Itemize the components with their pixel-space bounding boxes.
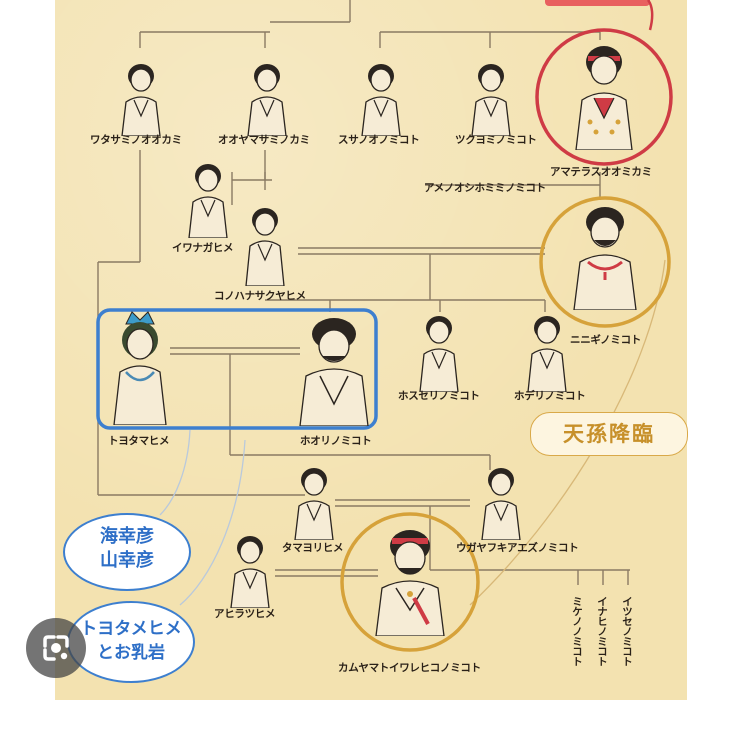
- name-watatsumi: ワタサミノオオカミ: [90, 134, 182, 146]
- name-inahi: イナヒノミコト: [596, 596, 608, 666]
- figure-hoderinomikoto: [518, 310, 576, 392]
- figure-watatsumi: [112, 58, 170, 136]
- name-konohanasakuyahime: コノハナサクヤヒメ: [214, 290, 306, 302]
- umisachi-yamasachi-bubble: 海幸彦 山幸彦: [63, 513, 191, 591]
- name-ugayafukiaezu: ウガヤフキアエズノミコト: [456, 542, 579, 554]
- top-crimson-label-edge: [545, 0, 650, 6]
- name-ahiratsuhime: アヒラツヒメ: [214, 608, 276, 620]
- figure-ahiratsuhime: [222, 530, 278, 608]
- name-toyotamahime: トヨタマヒメ: [108, 435, 170, 447]
- figure-hoorinomikoto: [296, 312, 372, 426]
- name-ooyamatsumi: オオヤマサミノカミ: [218, 134, 310, 146]
- figure-kamuyamatoiwarehiko: [370, 524, 450, 636]
- bubble-1-line-2: 山幸彦: [100, 550, 154, 571]
- toyotame-bubble: トヨタメヒメ とお乳岩: [67, 601, 195, 683]
- bubble-2-line-1: トヨタメヒメ: [80, 619, 182, 639]
- figure-tamayorihime: [286, 462, 342, 540]
- bubble-1-line-1: 海幸彦: [100, 526, 154, 547]
- figure-hoserinomikoto: [410, 310, 468, 392]
- name-hoorinomikoto: ホオリノミコト: [300, 435, 372, 447]
- name-amaterasu: アマテラスオオミカミ: [550, 166, 652, 178]
- page-bottom-strip: [0, 700, 740, 740]
- figure-tsukuyomi: [462, 58, 520, 136]
- name-hoderinomikoto: ホデリノミコト: [514, 390, 586, 402]
- name-susanoo: スサノオノミコト: [338, 134, 420, 146]
- figure-ooyamatsumi: [238, 58, 296, 136]
- name-amenooshihomimi: アメノオシホミミノミコト: [424, 182, 546, 194]
- name-tsukuyomi: ツクヨミノミコト: [455, 134, 537, 146]
- name-mikenu: ミケノノミコト: [571, 596, 583, 666]
- figure-konohanasakuyahime: [236, 202, 294, 286]
- figure-iwanagahime: [180, 158, 236, 238]
- name-ninigi: ニニギノミコト: [570, 334, 641, 346]
- figure-ninigi: [566, 200, 644, 310]
- figure-susanoo: [352, 58, 410, 136]
- figure-ugayafukiaezu: [472, 462, 530, 540]
- lens-search-icon: [43, 635, 69, 661]
- name-hoserinomikoto: ホスセリノミコト: [398, 390, 480, 402]
- name-iwanagahime: イワナガヒメ: [172, 242, 234, 254]
- bubble-2-line-2: とお乳岩: [97, 643, 165, 663]
- name-tamayorihime: タマヨリヒメ: [282, 542, 344, 554]
- figure-toyotamahime: [108, 310, 172, 425]
- figure-amaterasu: [566, 40, 642, 150]
- lens-search-button[interactable]: [26, 618, 86, 678]
- tenson-korin-label: 天孫降臨: [530, 412, 688, 456]
- name-kamuyamatoiwarehiko: カムヤマトイワレヒコノミコト: [338, 662, 481, 674]
- name-itsuse: イツセノミコト: [621, 596, 633, 666]
